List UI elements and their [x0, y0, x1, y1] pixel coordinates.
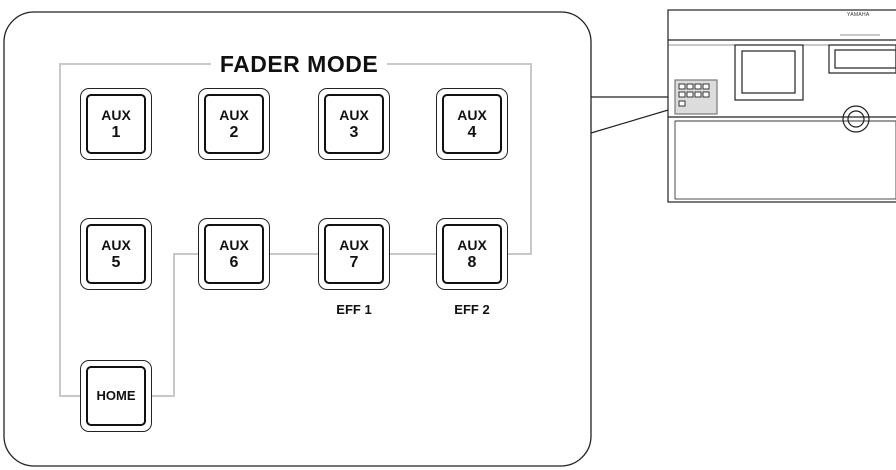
device-knob: [842, 105, 870, 133]
key-number: 5: [111, 253, 121, 271]
key-label: AUX: [339, 106, 369, 123]
home-aux-chain-line: [152, 253, 436, 397]
key-number: 2: [229, 123, 239, 141]
callout-line: [590, 107, 676, 134]
eff-2-label: EFF 2: [454, 302, 490, 317]
key-label: AUX: [219, 106, 249, 123]
key-label: AUX: [101, 236, 131, 253]
fader-mode-title: FADER MODE: [211, 49, 387, 79]
panel-outline: [3, 11, 592, 467]
key-label: HOME: [96, 388, 136, 403]
key-label: AUX: [219, 236, 249, 253]
key-number: 1: [111, 123, 121, 141]
key-label: AUX: [457, 106, 487, 123]
key-number: 4: [467, 123, 477, 141]
device-thumbnail: [667, 9, 896, 203]
key-number: 3: [349, 123, 359, 141]
eff-1-label: EFF 1: [336, 302, 372, 317]
key-number: 8: [467, 253, 477, 271]
key-label: AUX: [339, 236, 369, 253]
key-number: 7: [349, 253, 359, 271]
device-screen: [734, 44, 804, 101]
key-number: 6: [229, 253, 239, 271]
home-key[interactable]: HOME: [80, 360, 152, 432]
key-label: AUX: [101, 106, 131, 123]
device-logo: YAMAHA: [847, 12, 870, 18]
fader-mode-bracket: [59, 63, 532, 397]
key-label: AUX: [457, 236, 487, 253]
